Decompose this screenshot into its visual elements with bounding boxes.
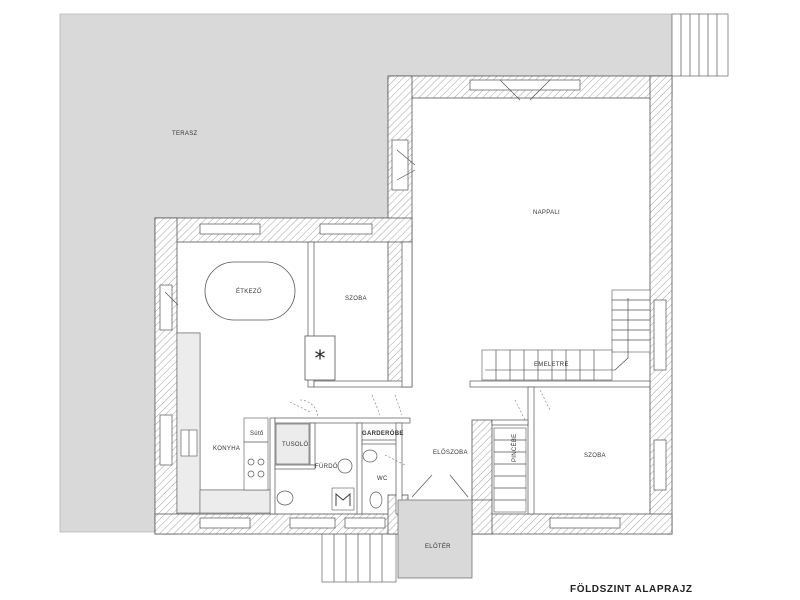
plan-title: FÖLDSZINT ALAPRAJZ	[570, 582, 693, 595]
kitchen-counter	[176, 332, 271, 514]
room-label-tusolo: TUSOLÓ	[282, 441, 309, 448]
stair-label-pincebe: PINCÉBE	[511, 434, 518, 462]
entrance-porch	[397, 474, 473, 579]
exterior-walls	[154, 75, 673, 535]
room-label-etkezo: ÉTKEZŐ	[236, 288, 262, 295]
room-label-nappali: NAPPALI	[533, 210, 560, 216]
room-label-wc: WC	[377, 476, 388, 482]
door-swings	[289, 389, 551, 466]
stair-label-emeletre: EMELETRE	[534, 362, 569, 368]
room-label-eloszoba: ELŐSZOBA	[433, 449, 468, 456]
room-label-garderobe: GARDERÓBE	[362, 429, 404, 437]
basement-stairs	[493, 427, 527, 513]
terrace-steps	[671, 13, 729, 77]
room-label-furdo: FÜRDŐ	[315, 463, 338, 470]
room-label-konyha: KONYHA	[213, 446, 240, 452]
bathroom-fixtures	[275, 423, 383, 511]
chimney: *	[304, 335, 336, 381]
asterisk-icon: *	[315, 347, 326, 372]
entrance-steps	[321, 531, 397, 583]
room-label-szoba-right: SZOBA	[584, 453, 606, 459]
room-label-szoba-left: SZOBA	[345, 296, 367, 302]
oven-label: Sütő	[250, 431, 264, 437]
room-label-eloter: ELŐTÉR	[425, 543, 451, 550]
stairs-up	[481, 289, 651, 381]
dining-table	[204, 261, 296, 321]
room-label-terasz: TERASZ	[172, 131, 198, 137]
windows	[159, 79, 667, 529]
interior-walls	[269, 241, 651, 515]
